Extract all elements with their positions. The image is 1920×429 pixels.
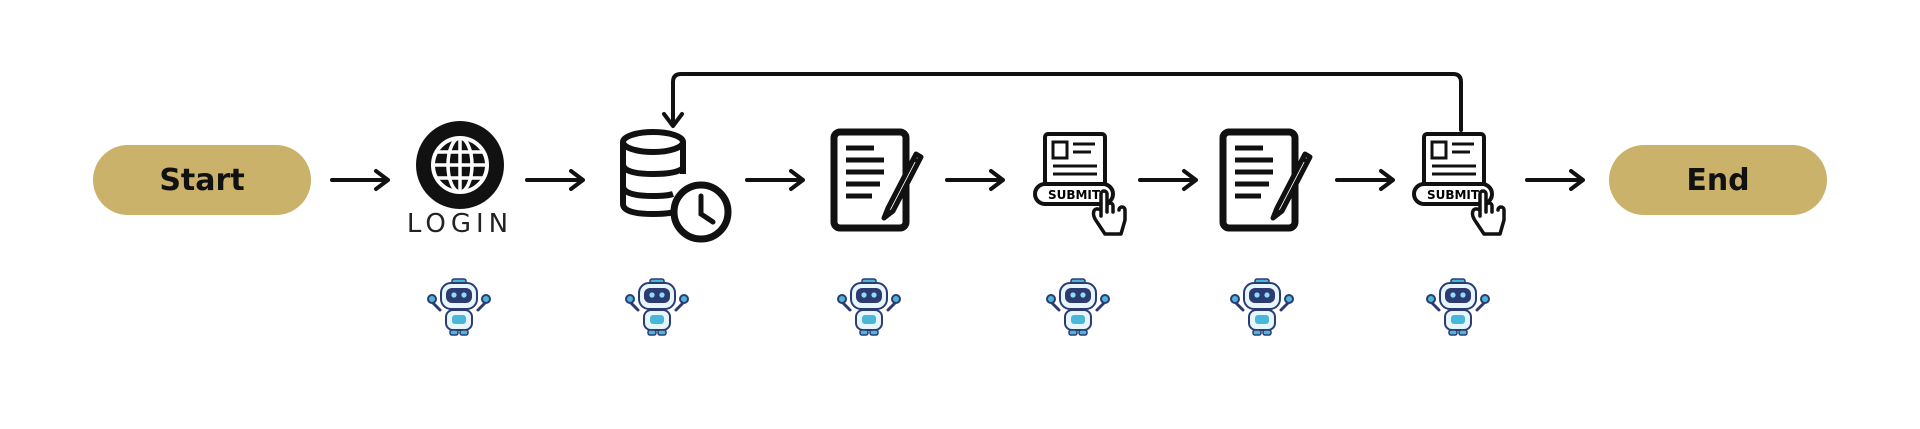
document-edit-icon xyxy=(1217,126,1317,236)
submit-form-icon: SUBMIT xyxy=(1412,130,1512,240)
start-label: Start xyxy=(159,162,245,198)
start-node: Start xyxy=(93,145,311,215)
database-clock-icon xyxy=(620,129,732,243)
end-node: End xyxy=(1609,145,1827,215)
submit-label: SUBMIT xyxy=(1427,188,1480,202)
arrow-icon xyxy=(1335,166,1399,194)
robot-icon xyxy=(1043,276,1113,338)
arrow-icon xyxy=(745,166,809,194)
robot-icon xyxy=(622,276,692,338)
end-label: End xyxy=(1686,162,1750,198)
arrow-icon xyxy=(1138,166,1202,194)
robot-icon xyxy=(1227,276,1297,338)
submit-label: SUBMIT xyxy=(1048,188,1101,202)
submit-form-icon: SUBMIT xyxy=(1033,130,1133,240)
arrow-icon xyxy=(525,166,589,194)
robot-icon xyxy=(1423,276,1493,338)
robot-icon xyxy=(424,276,494,338)
login-label: LOGIN xyxy=(406,209,514,239)
arrow-icon xyxy=(1525,166,1589,194)
robot-icon xyxy=(834,276,904,338)
arrow-icon xyxy=(330,166,394,194)
arrow-icon xyxy=(945,166,1009,194)
login-globe-icon xyxy=(416,121,504,209)
document-edit-icon xyxy=(828,126,928,236)
